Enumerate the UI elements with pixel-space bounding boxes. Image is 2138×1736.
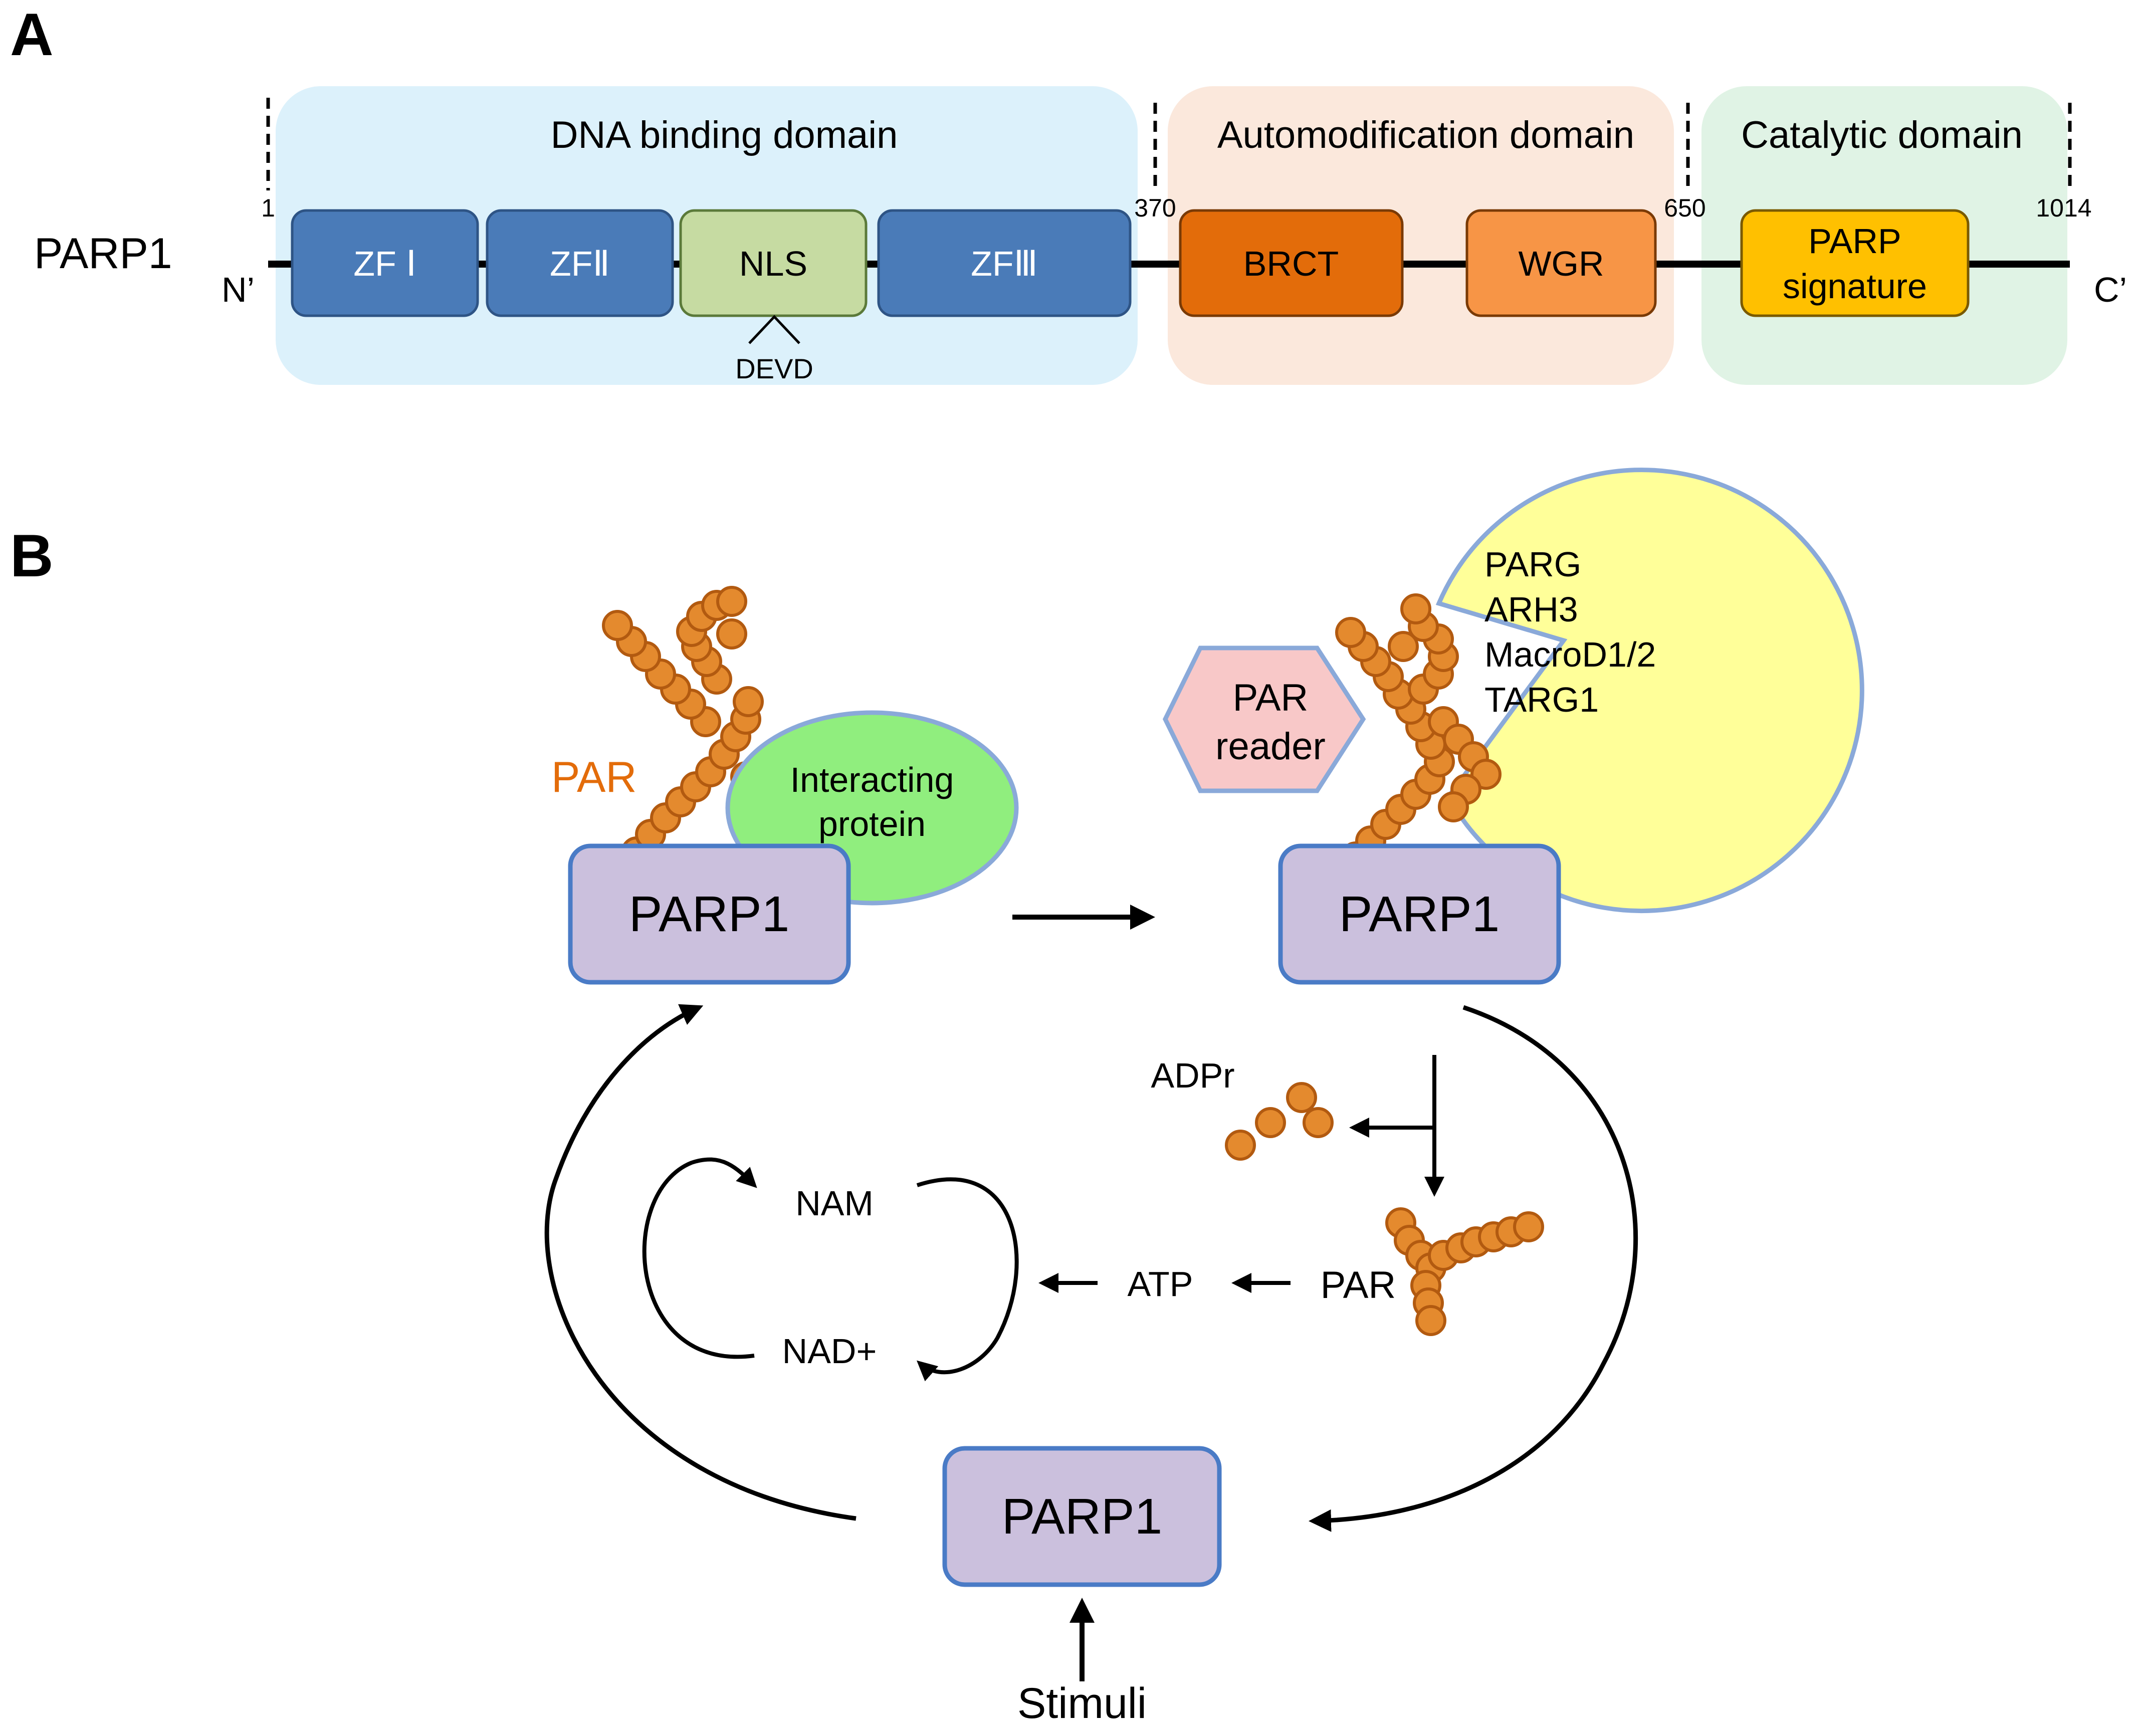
dna-binding-domain-label: DNA binding domain [551, 114, 898, 156]
parp1-right-box [1278, 843, 1561, 985]
residue-1: 1 [261, 194, 275, 222]
automodification-domain-label: Automodification domain [1217, 114, 1634, 156]
nad-label: NAD+ [782, 1332, 877, 1371]
zf3-label: ZFⅢ [971, 244, 1038, 283]
free-par-chain [1385, 1207, 1544, 1336]
interacting-protein-label-1: Interacting [790, 760, 954, 799]
eraser-4: TARG1 [1484, 680, 1599, 719]
par-chain-right [1335, 593, 1502, 873]
par-reader-label-2: reader [1215, 725, 1326, 768]
parp1-left-box [568, 843, 851, 985]
zf2-box [486, 209, 674, 317]
parp1-right-label: PARP1 [1339, 886, 1500, 942]
residue-370: 370 [1134, 194, 1176, 222]
adpr-bead [1255, 1107, 1286, 1138]
par-bead [716, 618, 747, 649]
nam-label: NAM [795, 1184, 874, 1223]
zf3-box [877, 209, 1132, 317]
eraser-2: ARH3 [1484, 590, 1578, 629]
par-bead [1438, 791, 1469, 822]
residue-650: 650 [1664, 194, 1705, 222]
eraser-3: MacroD1/2 [1484, 635, 1656, 674]
par-bead [716, 586, 747, 617]
arrow-nam-to-nad [916, 1177, 1019, 1382]
par-bead [602, 610, 633, 641]
parp-signature-label-1: PARP [1808, 222, 1901, 261]
n-terminus-label: N’ [222, 270, 255, 309]
arrow-nad-to-nam [642, 1157, 757, 1359]
zf1-label: ZF Ⅰ [353, 244, 416, 283]
adpr-bead [1225, 1130, 1256, 1161]
brct-label: BRCT [1243, 244, 1339, 283]
zf2-label: ZFⅡ [550, 244, 610, 283]
arrow-cycle-right [1309, 1005, 1638, 1532]
interacting-protein-label-2: protein [818, 804, 926, 843]
panel-a-letter: A [10, 1, 54, 68]
residue-1014: 1014 [2036, 194, 2091, 222]
par-eraser-enzyme [1435, 468, 1864, 914]
cleavage-site-label: DEVD [735, 353, 813, 384]
par-bead [1335, 617, 1366, 648]
atp-label: ATP [1128, 1264, 1193, 1304]
par-bead [733, 686, 764, 717]
par-bead [1388, 631, 1419, 662]
panel-b-letter: B [10, 522, 54, 589]
parp1-bottom-box [942, 1446, 1222, 1587]
zf1-box [291, 209, 479, 317]
brct-box [1179, 209, 1404, 317]
adpr-label: ADPr [1151, 1056, 1234, 1095]
stimuli-label: Stimuli [1017, 1679, 1147, 1727]
free-par-label: PAR [1321, 1264, 1396, 1307]
cleavage-site-mark [748, 315, 800, 344]
eraser-1: PARG [1484, 545, 1581, 584]
nls-box [679, 209, 868, 317]
nls-label: NLS [739, 244, 807, 283]
catalytic-domain-label: Catalytic domain [1741, 114, 2023, 156]
protein-label: PARP1 [34, 230, 172, 278]
par-bead [1513, 1211, 1544, 1242]
parp-signature-box [1740, 209, 1970, 317]
par-bead [1400, 593, 1431, 624]
adpr-bead [1286, 1082, 1317, 1113]
c-terminus-label: C’ [2094, 270, 2127, 309]
arrow-cycle-left [544, 1004, 857, 1521]
par-reader-label-1: PAR [1233, 677, 1309, 719]
parp1-left-label: PARP1 [629, 886, 790, 942]
wgr-label: WGR [1518, 244, 1604, 283]
parp1-bottom-label: PARP1 [1002, 1488, 1163, 1545]
wgr-box [1465, 209, 1657, 317]
adpr-bead [1303, 1107, 1334, 1138]
par-reader-shape [1162, 645, 1366, 793]
par-bead [1415, 1305, 1446, 1336]
par-polymer-label: PAR [551, 753, 636, 801]
adpr-beads [1225, 1082, 1334, 1161]
parp-signature-label-2: signature [1783, 267, 1927, 306]
